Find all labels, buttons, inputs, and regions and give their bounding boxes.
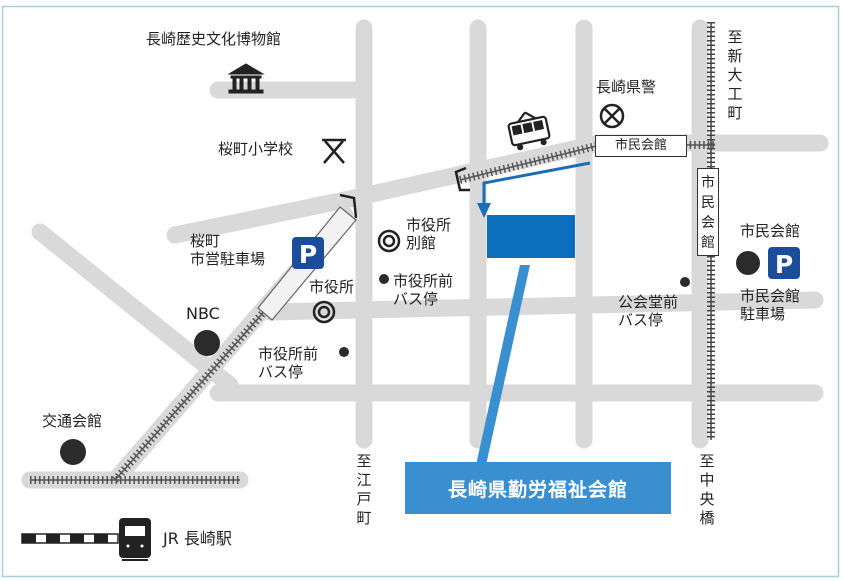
destination-banner: 長崎県勤労福祉会館 [405,462,671,514]
city-annex-label: 市役所 別館 [406,216,452,252]
tram-icon [507,111,551,151]
museum-icon [227,63,265,94]
jr-tracks [21,533,119,544]
bus-stop-label-2: 市役所前 バス停 [258,345,319,381]
svg-text:P: P [299,240,317,269]
civic-hall-label: 市民会館 [740,222,801,240]
city-annex-icon [377,229,401,253]
nbc-marker [194,330,220,356]
police-label: 長崎県警 [596,78,657,96]
route-arrow [477,161,591,218]
school-icon [322,138,346,164]
civic-hall-marker [736,251,760,275]
to-chuobashi-label: 至中央橋 [699,452,715,527]
destination-building [487,215,575,258]
traffic-hall-label: 交通会館 [42,412,103,430]
museum-label: 長崎歴史文化博物館 [146,30,282,48]
markers [60,251,760,465]
school-label: 桜町小学校 [218,140,294,158]
train-icon [119,518,151,561]
city-office-icon [312,300,336,324]
tunnel-mark-1 [339,193,358,219]
to-shindaiku-label: 至新大工町 [727,28,743,122]
parking-icon: P [292,237,324,269]
sakuramachi-parking-label: 桜町 市営駐車場 [190,232,266,268]
tram-stop-label: 市民会館 [595,135,687,157]
nbc-label: NBC [186,304,220,323]
police-icon [599,103,625,129]
bus-stop-label-1: 市役所前 バス停 [393,272,454,308]
svg-text:P: P [775,250,793,279]
city-office-label: 市役所 [309,278,355,296]
civic-hall-parking-label: 市民会館 駐車場 [740,287,801,323]
traffic-hall-marker [60,439,86,465]
parking-icon-2: P [768,247,800,279]
tunnel-mark-2 [454,166,470,192]
to-edomachi-label: 至江戸町 [356,452,372,527]
public-hall-bus-label: 公会堂前 バス停 [618,293,679,329]
jr-station-label: JR 長崎駅 [163,529,232,548]
vertical-road-label: 市民会館 [697,168,719,256]
callout-pointer [476,265,530,465]
